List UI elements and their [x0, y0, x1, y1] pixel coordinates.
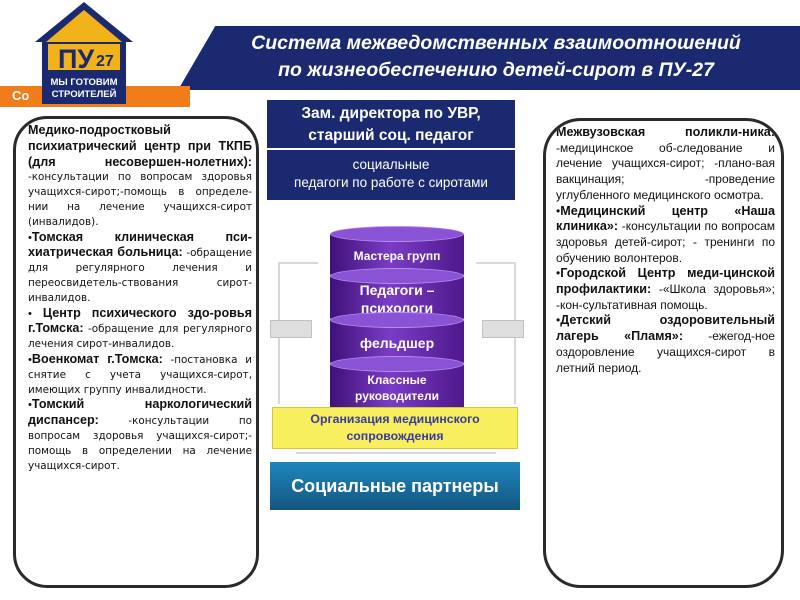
entry-body: -обращение для регулярного лечения сирот…	[28, 323, 252, 351]
entry-heading: Городской Центр меди-цинской профилактик…	[556, 266, 775, 297]
right-bracket-top	[476, 262, 516, 264]
entry-heading: Межвузовская поликли-ника:	[556, 125, 775, 139]
deputy-line-1: Зам. директора по УВР,	[301, 105, 481, 122]
entry-body: -консультации по вопросам здоровья учащи…	[28, 171, 252, 228]
stack-label: фельдшер	[359, 335, 435, 351]
logo-slogan-2: СТРОИТЕЛЕЙ	[52, 88, 117, 100]
medical-line-2: сопровождения	[346, 429, 444, 443]
medical-support-box: Организация медицинского сопровождения	[272, 407, 518, 449]
logo-number: 27	[96, 53, 114, 70]
bullet: •	[28, 231, 32, 244]
right-panel-entry: •Детский оздоровительный лагерь «Пламя»:…	[556, 313, 775, 376]
pu27-logo: ПУ 27 МЫ ГОТОВИМ СТРОИТЕЛЕЙ	[35, 2, 133, 104]
right-arrow	[482, 320, 524, 338]
left-panel-entry: • Центр психического здо-ровья г.Томска:…	[28, 306, 252, 352]
bullet: •	[28, 399, 32, 412]
left-partners-panel: Медико-подростковый психиатрический цент…	[13, 116, 259, 588]
bullet: •	[28, 353, 32, 366]
left-panel-entry: •Томский наркологический диспансер: -кон…	[28, 397, 252, 473]
entry-heading: Медико-подростковый психиатрический цент…	[28, 123, 252, 169]
left-panel-entry: •Томская клиническая пси-хиатрическая бо…	[28, 230, 252, 306]
social-teachers-box: социальные педагоги по работе с сиротами	[267, 150, 515, 200]
social-partners-box: Социальные партнеры	[270, 462, 520, 510]
entry-body: -постановка и снятие с учета учащихся-си…	[28, 353, 252, 396]
bullet: •	[556, 203, 561, 218]
entry-heading: Центр психического здо-ровья г.Томска:	[28, 305, 252, 336]
bullet: •	[556, 266, 561, 281]
logo-mark: ПУ	[58, 44, 95, 74]
entry-body: -консультации по вопросам здоровья учащи…	[28, 415, 252, 472]
left-bracket-top	[278, 262, 318, 264]
left-panel-entry: •Военкомат г.Томска: -постановка и сняти…	[28, 352, 252, 397]
title-banner	[178, 26, 800, 90]
right-partners-panel: Межвузовская поликли-ника: -медицинское …	[543, 118, 784, 588]
stack-label: Классные руководители	[355, 373, 439, 403]
stack-label: Мастера групп	[353, 249, 441, 263]
left-panel-entry: Медико-подростковый психиатрический цент…	[28, 123, 252, 230]
orange-bar-label: Со	[12, 88, 30, 103]
entry-body: -обращение для регулярного лечения и пер…	[28, 247, 252, 304]
entry-heading: Медицинский центр «Наша клиника»:	[556, 203, 775, 234]
entry-heading: Томский наркологический диспансер:	[28, 397, 252, 428]
title-line-1: Система межведомственных взаимоотношений	[251, 32, 741, 54]
entry-body: -консультации по вопросам здоровья детей…	[556, 219, 775, 265]
right-panel-entry: •Медицинский центр «Наша клиника»: -конс…	[556, 204, 775, 267]
page-title: Система межведомственных взаимоотношений…	[200, 30, 792, 84]
entry-heading: Детский оздоровительный лагерь «Пламя»:	[556, 313, 775, 344]
deputy-line-2: старший соц. педагог	[308, 127, 474, 144]
medical-line-1: Организация медицинского	[310, 412, 480, 426]
logo-slogan-1: МЫ ГОТОВИМ	[50, 77, 117, 88]
social-line-2: педагоги по работе с сиротами	[294, 175, 488, 190]
partners-connector	[296, 452, 496, 454]
bullet: •	[556, 313, 561, 328]
entry-body: -«Школа здоровья»; -кон-сультативная пом…	[556, 282, 775, 312]
entry-heading: Томская клиническая пси-хиатрическая бол…	[28, 229, 252, 260]
left-arrow	[270, 320, 312, 338]
title-line-2: по жизнеобеспечению детей-сирот в ПУ-27	[278, 59, 714, 81]
entry-body: -ежегод-ное оздоровление учащихся-сирот …	[556, 329, 775, 375]
bullet: •	[28, 307, 32, 320]
social-line-1: социальные	[352, 157, 430, 172]
entry-heading: Военкомат г.Томска:	[31, 351, 163, 366]
deputy-director-box: Зам. директора по УВР, старший соц. педа…	[267, 100, 515, 148]
right-panel-entry: •Городской Центр меди-цинской профилакти…	[556, 266, 775, 313]
entry-body: -медицинское об-следование и лечение уча…	[556, 140, 775, 202]
right-panel-entry: Межвузовская поликли-ника: -медицинское …	[556, 125, 775, 204]
stack-segment: Педагоги – психологи	[330, 268, 464, 326]
